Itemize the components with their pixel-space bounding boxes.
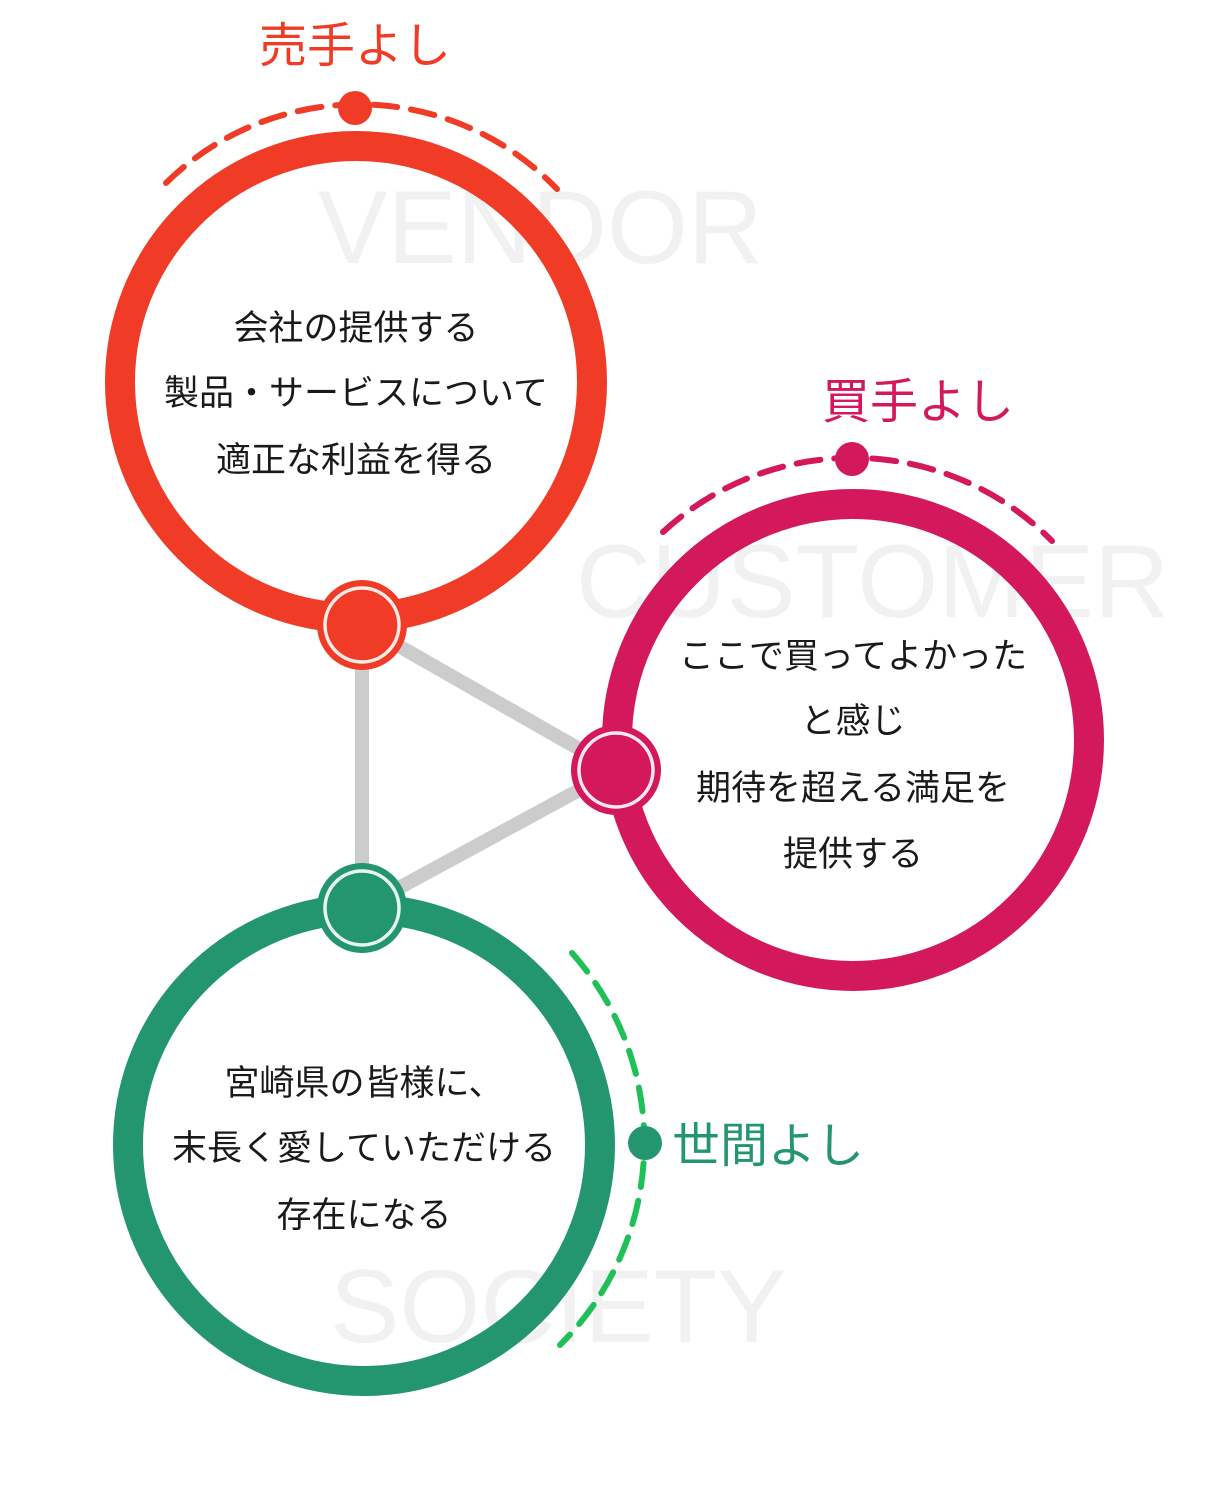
customer-text-line-3: 期待を超える満足を — [696, 769, 1010, 809]
customer-junction-node — [571, 725, 661, 815]
vendor-node: 売手よし 会社の提供する 製品・サービスについて 適正な利益を得る — [105, 18, 607, 633]
vendor-text-line-3: 適正な利益を得る — [216, 441, 496, 481]
customer-text-line-2: と感じ — [800, 702, 905, 742]
customer-heading: 買手よし — [822, 374, 1014, 430]
society-text-line-1: 宮崎県の皆様に、 — [225, 1064, 504, 1104]
society-junction-outer — [317, 863, 407, 953]
customer-arc-dot — [835, 442, 869, 476]
customer-node: 買手よし ここで買ってよかった と感じ 期待を超える満足を 提供する — [602, 374, 1104, 991]
society-arc-dot — [628, 1126, 662, 1160]
society-junction-node — [317, 863, 407, 953]
customer-junction-ring — [577, 731, 655, 809]
connector-customer-society — [355, 763, 623, 915]
vendor-junction-ring — [323, 586, 401, 664]
connector-vendor-customer — [355, 618, 623, 777]
vendor-heading: 売手よし — [259, 18, 451, 74]
society-text-line-2: 末長く愛していただける — [172, 1129, 556, 1169]
society-node: 世間よし 宮崎県の皆様に、 末長く愛していただける 存在になる — [113, 894, 864, 1396]
connector-lines — [355, 618, 623, 915]
vendor-junction-outer — [317, 580, 407, 670]
vendor-text-line-1: 会社の提供する — [233, 309, 478, 349]
customer-text-line-1: ここで買ってよかった — [679, 637, 1027, 677]
customer-junction-outer — [571, 725, 661, 815]
vendor-junction-node — [317, 580, 407, 670]
society-heading: 世間よし — [672, 1118, 864, 1174]
society-text-line-3: 存在になる — [276, 1196, 451, 1236]
vendor-arc-dot — [338, 91, 372, 125]
vendor-text-line-2: 製品・サービスについて — [164, 374, 548, 414]
society-junction-ring — [323, 869, 401, 947]
customer-text-line-4: 提供する — [783, 835, 923, 875]
vendor-dashed-arc — [163, 101, 560, 192]
